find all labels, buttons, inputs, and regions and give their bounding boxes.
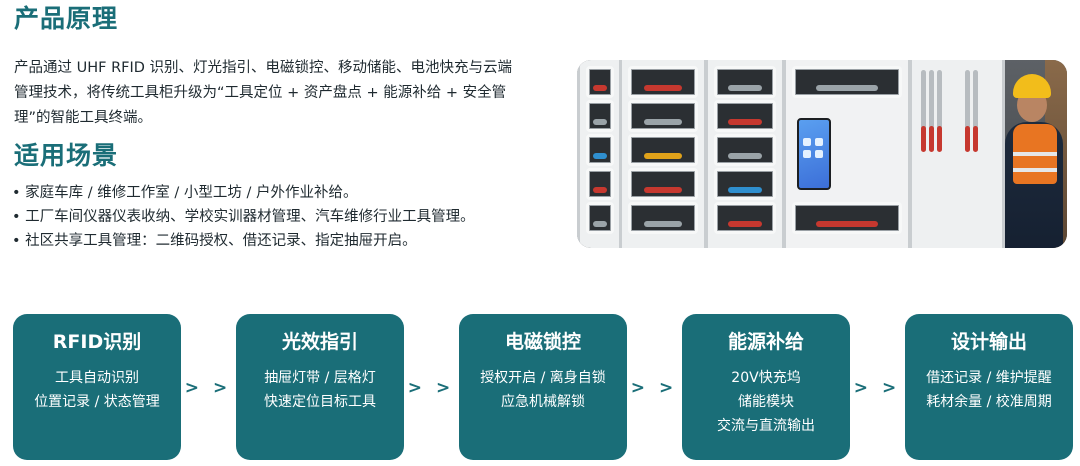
drawer xyxy=(792,66,902,98)
drawer xyxy=(628,168,698,200)
drawer xyxy=(628,202,698,234)
flow-arrow: > > xyxy=(853,378,901,398)
drawer xyxy=(586,100,614,132)
screwdriver-icon xyxy=(973,126,978,152)
drawer xyxy=(628,134,698,166)
card-line: 快速定位目标工具 xyxy=(264,394,376,410)
vest-stripe xyxy=(1013,168,1057,172)
card-line: 储能模块 xyxy=(738,394,794,410)
flow-card-lock: 电磁锁控 授权开启 / 离身自锁 应急机械解锁 xyxy=(459,314,627,460)
card-line: 授权开启 / 离身自锁 xyxy=(480,370,606,386)
drawer xyxy=(628,100,698,132)
cabinet-column xyxy=(705,60,785,248)
card-line: 20V快充坞 xyxy=(731,370,801,386)
wrench-icon xyxy=(965,70,970,130)
drawer xyxy=(586,202,614,234)
drawer xyxy=(714,100,776,132)
card-line: 位置记录 / 状态管理 xyxy=(34,394,160,410)
drawer xyxy=(792,202,902,234)
flow-card-energy: 能源补给 20V快充坞 储能模块 交流与直流输出 xyxy=(682,314,850,460)
scenario-item: 工厂车间仪器仪表收纳、学校实训器材管理、汽车维修行业工具管理。 xyxy=(12,205,572,229)
card-title: 设计输出 xyxy=(950,331,1027,353)
drawer xyxy=(628,66,698,98)
card-title: 能源补给 xyxy=(727,331,804,353)
flow-arrow: > > xyxy=(407,378,455,398)
wrench-icon xyxy=(937,70,942,130)
helmet-icon xyxy=(1013,74,1051,98)
card-title: 光效指引 xyxy=(281,331,358,353)
vest-stripe xyxy=(1013,152,1057,156)
screwdriver-icon xyxy=(965,126,970,152)
card-line: 应急机械解锁 xyxy=(501,394,585,410)
flow-arrow: > > xyxy=(630,378,678,398)
wrench-icon xyxy=(973,70,978,130)
flow-card-rfid: RFID识别 工具自动识别 位置记录 / 状态管理 xyxy=(13,314,181,460)
screwdriver-icon xyxy=(921,126,926,152)
flow-card-light: 光效指引 抽屉灯带 / 层格灯 快速定位目标工具 xyxy=(236,314,404,460)
cabinet-column xyxy=(577,60,623,248)
principle-paragraph: 产品通过 UHF RFID 识别、灯光指引、电磁锁控、移动储能、电池快充与云端管… xyxy=(14,60,513,126)
scenario-list: 家庭车库 / 维修工作室 / 小型工坊 / 户外作业补给。 工厂车间仪器仪表收纳… xyxy=(12,181,572,253)
wrench-icon xyxy=(929,70,934,130)
card-line: 工具自动识别 xyxy=(55,370,139,386)
drawer xyxy=(586,168,614,200)
drawer xyxy=(714,168,776,200)
drawer xyxy=(714,202,776,234)
drawer xyxy=(586,134,614,166)
screwdriver-icon xyxy=(929,126,934,152)
drawer xyxy=(714,66,776,98)
scenario-item: 社区共享工具管理：二维码授权、借还记录、指定抽屉开启。 xyxy=(12,229,572,253)
wrench-icon xyxy=(921,70,926,130)
card-title: 电磁锁控 xyxy=(504,331,581,353)
flow-card-output: 设计输出 借还记录 / 维护提醒 耗材余量 / 校准周期 xyxy=(905,314,1073,460)
card-line: 交流与直流输出 xyxy=(717,418,815,434)
card-line: 耗材余量 / 校准周期 xyxy=(926,394,1052,410)
scenario-item: 家庭车库 / 维修工作室 / 小型工坊 / 户外作业补给。 xyxy=(12,181,572,205)
card-line: 抽屉灯带 / 层格灯 xyxy=(264,370,376,386)
drawer xyxy=(714,134,776,166)
flow-arrow: > > xyxy=(184,378,232,398)
card-title: RFID识别 xyxy=(52,331,142,353)
screwdriver-icon xyxy=(937,126,942,152)
principle-title: 产品原理 xyxy=(14,4,119,33)
drawer xyxy=(586,66,614,98)
tool-cabinet-photo xyxy=(577,60,1067,248)
touch-screen xyxy=(797,118,831,190)
card-line: 借还记录 / 维护提醒 xyxy=(926,370,1052,386)
cabinet-column xyxy=(619,60,707,248)
control-column xyxy=(783,60,911,248)
scenarios-title: 适用场景 xyxy=(14,141,119,170)
